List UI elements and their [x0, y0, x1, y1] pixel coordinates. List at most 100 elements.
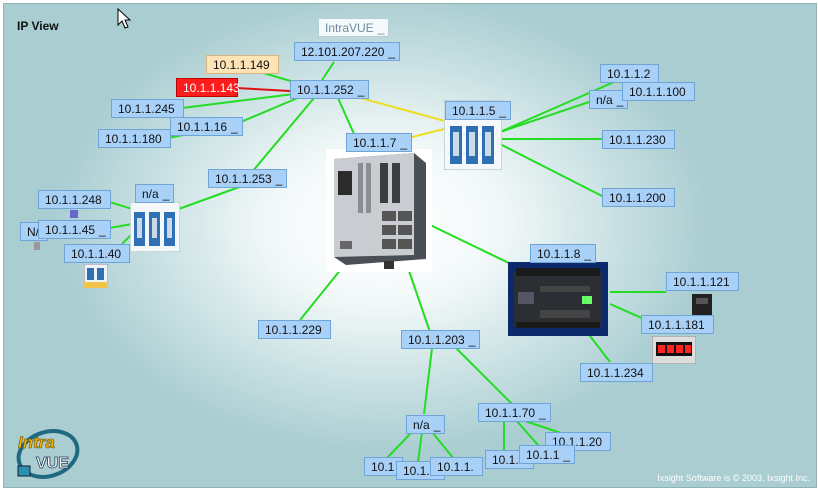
central-switch-device[interactable]: [326, 149, 432, 272]
switch-device-253[interactable]: [129, 201, 181, 253]
node-10-1-1-2[interactable]: 10.1.1.2: [600, 64, 660, 83]
node-label: 10.1.1.70: [485, 406, 536, 420]
node-10-1-1-252[interactable]: 10.1.1.252_: [290, 80, 370, 99]
node-label: 10.1.1.149: [213, 58, 270, 72]
node-label: 10.1.1.16: [177, 120, 228, 134]
node-label: n/a: [413, 418, 430, 432]
device-stub-icon: [34, 242, 40, 250]
node-menu-marker: _: [388, 45, 396, 59]
logo-text-vue: VUE: [36, 455, 69, 472]
node-menu-marker: _: [499, 104, 507, 118]
node-label: 10.1.1.248: [45, 193, 102, 207]
node-10-1-1-248[interactable]: 10.1.1.248: [38, 190, 111, 209]
link-na-b3: [431, 431, 455, 460]
node-menu-marker: _: [275, 172, 283, 186]
link-16-252: [235, 96, 301, 125]
node-label: 10.1.1.143: [183, 81, 240, 95]
mouse-cursor-icon: [117, 8, 131, 29]
node-10-1-1-230[interactable]: 10.1.1.230: [602, 130, 675, 149]
node-label: 10.1.1.40: [71, 247, 122, 261]
link-7-229: [299, 267, 343, 321]
node-menu-marker: _: [377, 21, 385, 35]
node-label: 10.1.1.253: [215, 172, 272, 186]
node-label: IntraVUE: [325, 21, 374, 35]
logo-text-intra: Intra: [18, 433, 55, 452]
view-title: IP View: [17, 19, 59, 33]
node-label: 10.1.1.7: [353, 136, 397, 150]
plc-device-8[interactable]: [508, 262, 608, 336]
node-menu-marker: _: [357, 83, 365, 97]
node-10-1-1-70[interactable]: 10.1.1.70_: [478, 403, 551, 422]
link-na-b1: [385, 431, 413, 460]
node-10-1-1-partial-d[interactable]: 10.1.1_: [519, 445, 576, 464]
node-10-1-1-149[interactable]: 10.1.1.149: [206, 55, 279, 74]
node-10-1-1-200[interactable]: 10.1.1.200: [602, 188, 675, 207]
link-252-7: [337, 97, 355, 135]
node-label: 10.1.1.203: [408, 333, 465, 347]
node-10-1-1-234[interactable]: 10.1.1.234: [580, 363, 653, 382]
node-label: 10.1.1.229: [265, 323, 322, 337]
link-203-na: [423, 347, 433, 415]
node-10-1-1-203[interactable]: 10.1.1.203_: [401, 330, 481, 349]
node-10-1-partial[interactable]: 10.1: [364, 457, 404, 476]
node-label: 10.1.1.45: [45, 223, 96, 237]
link-143-252: [235, 87, 291, 92]
link-70-20: [521, 419, 565, 435]
io-module-device-40[interactable]: [83, 263, 109, 289]
node-label: 10.1.1: [526, 448, 560, 462]
node-10-1-1-121[interactable]: 10.1.1.121: [666, 272, 739, 291]
node-menu-marker: _: [433, 418, 441, 432]
node-10-1-1-143[interactable]: 10.1.1.143: [176, 78, 240, 97]
node-label: 10.1: [371, 460, 395, 474]
intravue-logo: Intra VUE: [14, 420, 84, 486]
node-10-1-1-7[interactable]: 10.1.1.7_: [346, 133, 413, 152]
node-10-1-1-partial-b[interactable]: 10.1.1.: [430, 457, 483, 476]
node-10-1-1-180[interactable]: 10.1.1.180: [98, 129, 171, 148]
display-meter-device-181[interactable]: [651, 335, 697, 365]
node-10-1-1-245[interactable]: 10.1.1.245: [111, 99, 184, 118]
link-5-200: [499, 143, 605, 198]
node-10-1-1-181[interactable]: 10.1.1.181: [641, 315, 714, 334]
device-stub-icon: [70, 210, 78, 218]
link-203-70: [455, 347, 513, 405]
node-menu-marker: _: [99, 223, 106, 237]
network-links: [97, 61, 666, 463]
node-10-1-1-253[interactable]: 10.1.1.253_: [208, 169, 288, 188]
link-252-253: [251, 97, 315, 173]
node-10-1-1-45[interactable]: 10.1.1.45_: [38, 220, 111, 239]
link-8-181: [609, 303, 645, 320]
link-245-252: [181, 93, 295, 109]
node-label: 10.1.1: [492, 453, 526, 467]
node-label: N/: [27, 225, 39, 239]
node-10-1-1-100[interactable]: 10.1.1.100: [622, 82, 695, 101]
node-10-1-1-229[interactable]: 10.1.1.229: [258, 320, 331, 339]
node-label: 10.1.1.200: [609, 191, 666, 205]
node-na-right[interactable]: n/a_: [589, 90, 629, 109]
node-label: 10.1.1.121: [673, 275, 730, 289]
node-10-1-1-16[interactable]: 10.1.1.16_: [170, 117, 243, 136]
node-label: n/a: [596, 93, 613, 107]
node-menu-marker: _: [162, 187, 170, 201]
node-intravue[interactable]: IntraVUE_: [318, 18, 390, 37]
node-label: 10.1.1.245: [118, 102, 175, 116]
node-label: 12.101.207.220: [301, 45, 385, 59]
drive-device-121[interactable]: [692, 294, 712, 318]
node-menu-marker: _: [231, 120, 238, 134]
node-label: 10.1.1.234: [587, 366, 644, 380]
node-12-101-207-220[interactable]: 12.101.207.220_: [294, 42, 401, 61]
link-253-switch: [175, 185, 243, 211]
node-10-1-1-8[interactable]: 10.1.1.8_: [530, 244, 597, 263]
node-na-bottom[interactable]: n/a_: [406, 415, 446, 434]
node-label: 10.1.1.2: [607, 67, 651, 81]
node-na-left[interactable]: n/a_: [135, 184, 175, 203]
node-menu-marker: _: [468, 333, 476, 347]
node-label: 10.1.1.5: [452, 104, 496, 118]
node-label: 10.1.1.: [437, 460, 474, 474]
node-10-1-1-5[interactable]: 10.1.1.5_: [445, 101, 512, 120]
node-label: 10.1.1.252: [297, 83, 354, 97]
node-10-1-1-40[interactable]: 10.1.1.40: [64, 244, 131, 263]
node-label: 10.1.1.230: [609, 133, 666, 147]
ip-view-canvas[interactable]: IP View: [3, 3, 817, 488]
link-5-na: [499, 100, 593, 133]
node-label: 10.1.1.8: [537, 247, 581, 261]
